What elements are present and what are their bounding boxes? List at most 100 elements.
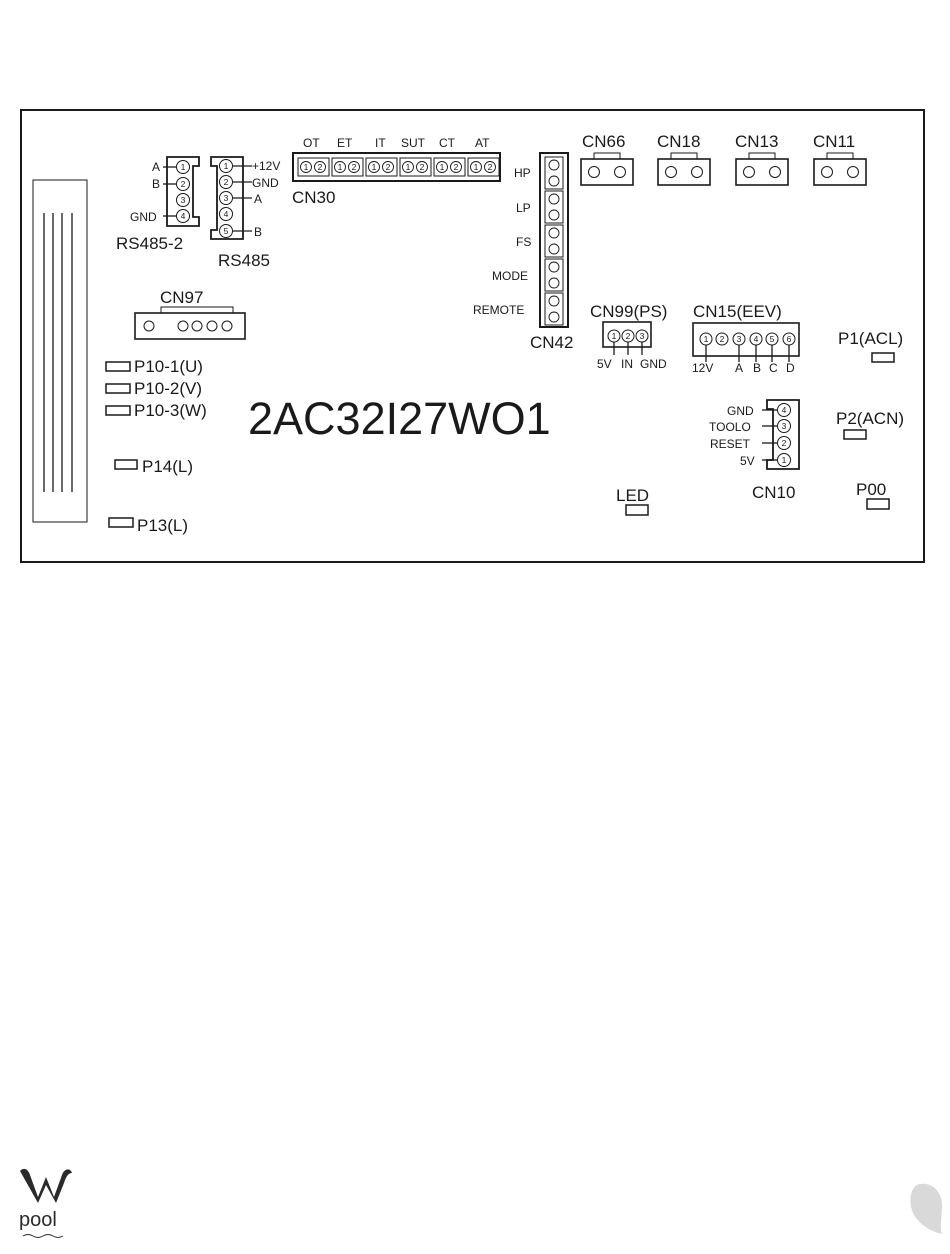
p13-pad [108,517,134,528]
rs485-2-pin-gnd-label: GND [130,210,157,224]
svg-text:3: 3 [782,421,787,431]
cn99-connector [602,321,652,355]
svg-text:1: 1 [440,162,445,172]
svg-text:2: 2 [488,162,493,172]
cn10-gnd-label: GND [727,404,754,418]
led-label: LED [616,486,650,505]
svg-text:3: 3 [224,193,229,203]
cn15-connector [692,322,800,362]
svg-text:1: 1 [612,331,617,341]
rs485-pin-a-label: A [254,192,263,206]
p14-label: P14(L) [142,457,194,476]
p10-2-pad [105,383,131,394]
rs485-2-pin-a-label: A [152,160,161,174]
cn99-gnd-label: GND [640,357,667,371]
cn10-label: CN10 [752,483,796,502]
cn30-connector [292,152,501,182]
rs485-pin-b-label: B [254,225,263,239]
p10-1-pad [105,361,131,372]
brand-logo-mark [20,1168,72,1203]
svg-text:3: 3 [181,195,186,205]
cn15-b-label: B [753,361,762,375]
svg-text:2: 2 [720,334,725,344]
p2-label: P2(ACN) [836,409,905,428]
p1-label: P1(ACL) [838,329,904,348]
p00-label: P00 [856,480,887,499]
cn97-connector [134,306,246,340]
svg-text:2: 2 [454,162,459,172]
cn66-label: CN66 [582,132,626,151]
cn15-c-label: C [769,361,778,375]
heat-sink [32,179,88,523]
p10-3-label: P10-3(W) [134,401,207,420]
rs485-2-pin-b-label: B [152,177,161,191]
svg-text:1: 1 [782,455,787,465]
svg-text:5: 5 [224,226,229,236]
cn42-lp-label: LP [516,201,531,215]
cn10-connector [762,399,800,470]
p10-2-label: P10-2(V) [134,379,203,398]
p00-pad [866,498,890,510]
board-outline [20,109,925,563]
cn10-reset-label: RESET [710,437,751,451]
cn13-connector [735,152,789,186]
cn99-in-label: IN [621,357,633,371]
svg-text:2: 2 [352,162,357,172]
svg-text:2: 2 [181,179,186,189]
cn30-it-label: IT [375,136,386,150]
cn30-ct-label: CT [439,136,455,150]
svg-text:2: 2 [420,162,425,172]
cn42-connector [539,152,569,328]
cn11-label: CN11 [813,132,856,151]
svg-text:4: 4 [782,405,787,415]
svg-text:2: 2 [626,331,631,341]
led-pad [625,504,649,516]
svg-text:3: 3 [737,334,742,344]
svg-text:4: 4 [754,334,759,344]
svg-text:1: 1 [181,162,186,172]
cn66-connector [580,152,634,186]
cn18-label: CN18 [657,132,701,151]
rs485-2-label: RS485-2 [116,234,184,253]
cn13-label: CN13 [735,132,779,151]
brand-wave-icon [22,1234,64,1238]
svg-text:2: 2 [386,162,391,172]
board-model-number: 2AC32I27WO1 [248,393,551,444]
cn30-ot-label: OT [303,136,320,150]
cn15-label: CN15(EEV) [693,302,782,321]
cn42-fs-label: FS [516,235,532,249]
svg-text:1: 1 [304,162,309,172]
cn42-hp-label: HP [514,166,531,180]
svg-text:6: 6 [787,334,792,344]
rs485-pin-gnd-label: GND [252,176,279,190]
p2-pad [843,429,867,440]
cn15-12v-label: 12V [692,361,714,375]
p1-pad [871,352,895,363]
p10-1-label: P10-1(U) [134,357,203,376]
cn42-label: CN42 [530,333,574,352]
svg-text:1: 1 [338,162,343,172]
cn15-d-label: D [786,361,795,375]
rs485-label: RS485 [218,251,270,270]
svg-text:4: 4 [224,209,229,219]
water-drop-icon [910,1183,943,1234]
svg-text:2: 2 [224,177,229,187]
svg-text:2: 2 [782,438,787,448]
rs485-2-connector [163,156,200,227]
p13-label: P13(L) [137,516,189,535]
svg-text:1: 1 [406,162,411,172]
p10-3-pad [105,405,131,416]
rs485-pin-12v-label: +12V [252,159,281,173]
cn30-sut-label: SUT [401,136,425,150]
p14-pad [114,459,138,470]
brand-logo-text: pool [19,1209,57,1231]
cn99-label: CN99(PS) [590,302,668,321]
svg-text:1: 1 [372,162,377,172]
cn30-label: CN30 [292,188,336,207]
cn30-et-label: ET [337,136,353,150]
cn42-mode-label: MODE [492,269,528,283]
rs485-connector [210,156,252,240]
cn30-at-label: AT [475,136,490,150]
